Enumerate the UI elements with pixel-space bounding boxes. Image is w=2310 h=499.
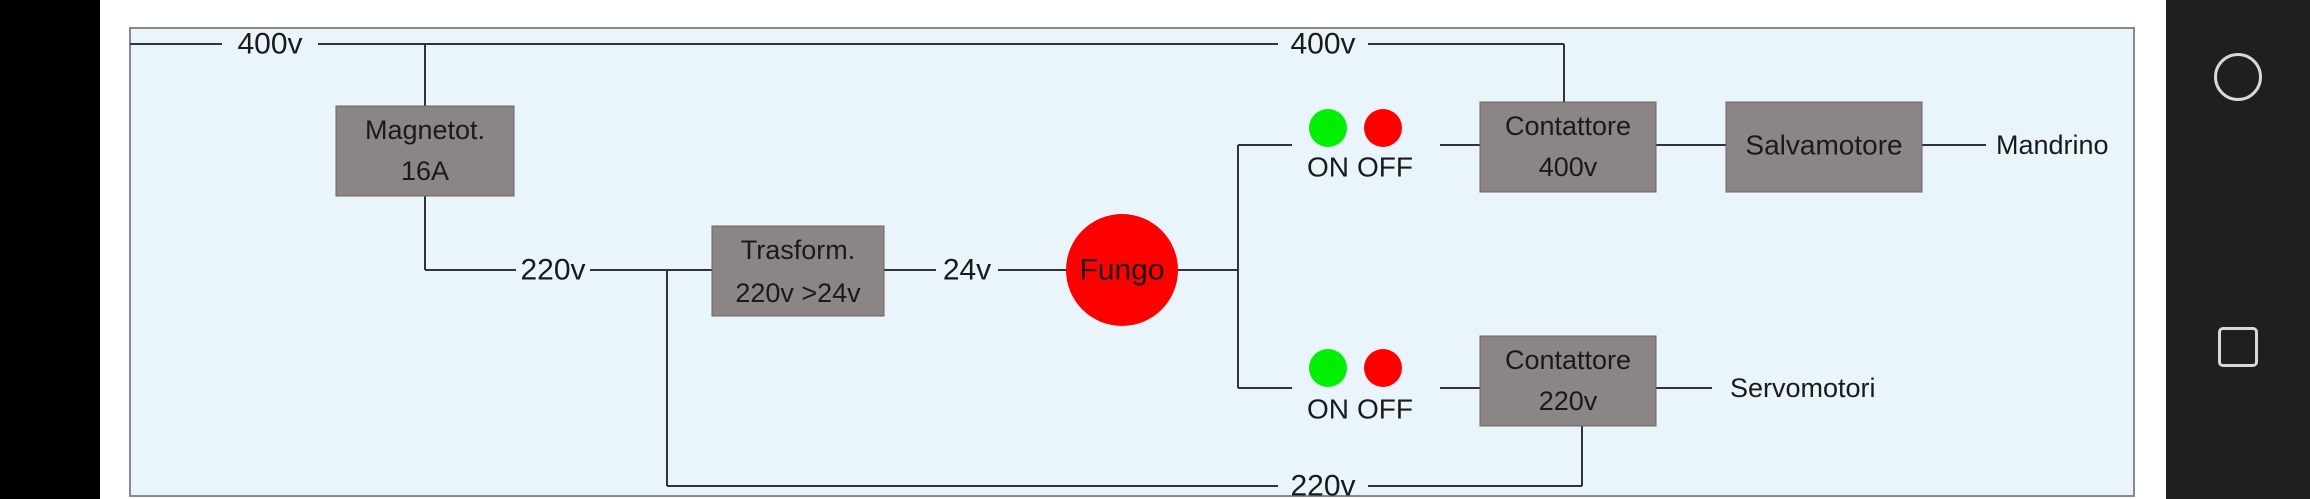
on-label-bottom: ON — [1307, 394, 1349, 425]
label-220v-bottom: 220v — [1290, 470, 1355, 499]
servomotori-label: Servomotori — [1730, 373, 1876, 403]
contattore-220v-label-line1: Contattore — [1505, 345, 1631, 375]
content-area: 400v 400v 220v 24v 220v Magnetot. 16A Tr… — [100, 0, 2166, 499]
off-label-top: OFF — [1357, 152, 1413, 183]
trasform-box — [711, 225, 885, 317]
salvamotore-box — [1725, 101, 1923, 193]
on-lamp-top — [1309, 109, 1347, 147]
fungo-label: Fungo — [1079, 254, 1164, 287]
label-400v-left: 400v — [237, 28, 302, 61]
magnetot-label-line2: 16A — [401, 156, 449, 186]
off-lamp-bottom — [1364, 349, 1402, 387]
wires — [130, 43, 1986, 487]
recents-square-icon — [2218, 327, 2258, 367]
electrical-diagram: 400v 400v 220v 24v 220v Magnetot. 16A Tr… — [129, 27, 2135, 499]
home-circle-icon — [2214, 53, 2262, 101]
trasform-label-line1: Trasform. — [741, 235, 856, 265]
contattore-220v-box — [1479, 335, 1657, 427]
contattore-400v-label-line1: Contattore — [1505, 111, 1631, 141]
magnetot-box — [335, 105, 515, 197]
label-400v-top: 400v — [1290, 28, 1355, 61]
recents-button[interactable] — [2166, 297, 2310, 397]
label-220v-mid: 220v — [520, 254, 585, 287]
off-lamp-top — [1364, 109, 1402, 147]
contattore-400v-label-line2: 400v — [1539, 152, 1598, 182]
mandrino-label: Mandrino — [1996, 130, 2109, 160]
on-label-top: ON — [1307, 152, 1349, 183]
fungo-button — [1066, 214, 1178, 326]
magnetot-label-line1: Magnetot. — [365, 115, 485, 145]
home-button[interactable] — [2166, 27, 2310, 127]
contattore-400v-box — [1479, 101, 1657, 193]
off-label-bottom: OFF — [1357, 394, 1413, 425]
android-navigation-bar — [2166, 0, 2310, 499]
contattore-220v-label-line2: 220v — [1539, 386, 1598, 416]
left-black-bar — [0, 0, 100, 499]
salvamotore-label: Salvamotore — [1745, 130, 1902, 161]
label-24v: 24v — [943, 254, 991, 287]
on-lamp-bottom — [1309, 349, 1347, 387]
trasform-label-line2: 220v >24v — [735, 278, 861, 308]
